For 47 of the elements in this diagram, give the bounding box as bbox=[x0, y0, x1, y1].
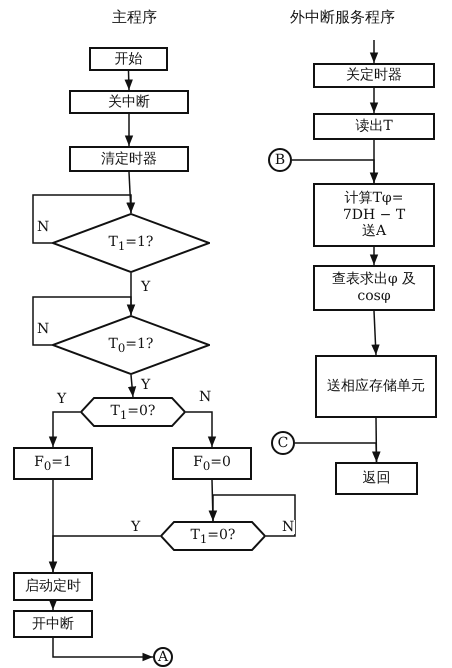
connector-circle: C bbox=[271, 431, 295, 455]
process-box: 送相应存储单元 bbox=[315, 355, 437, 418]
connector-circle: B bbox=[268, 148, 292, 172]
process-box: 启动定时 bbox=[13, 572, 93, 601]
arrow bbox=[370, 40, 378, 63]
edge-label: Y bbox=[140, 280, 152, 294]
process-box: F$_{0}$=1 bbox=[13, 447, 93, 480]
arrow bbox=[128, 374, 136, 398]
process-box: 返回 bbox=[335, 462, 418, 495]
arrow bbox=[295, 442, 380, 462]
process-box: 开中断 bbox=[13, 610, 93, 638]
process-box: 计算Tφ= 7DH − T 送A bbox=[313, 183, 435, 247]
process-box: 清定时器 bbox=[69, 146, 189, 172]
arrow bbox=[32, 194, 136, 244]
process-box: 关中断 bbox=[69, 90, 189, 114]
decision-diamond: T$_{1}$=1? bbox=[52, 213, 210, 273]
edge-label: N bbox=[198, 390, 212, 404]
process-box: 查表求出φ 及 cosφ bbox=[313, 265, 435, 311]
connector-circle: A bbox=[153, 647, 173, 667]
edge-label: Y bbox=[140, 378, 152, 392]
arrow bbox=[292, 159, 378, 183]
process-box: 关定时器 bbox=[313, 63, 435, 88]
decision-diamond: T$_{0}$=1? bbox=[52, 315, 210, 375]
decision-hexagon: T$_{1}$=0? bbox=[160, 521, 266, 551]
edge-label: Y bbox=[56, 392, 68, 406]
arrow bbox=[48, 411, 80, 447]
arrow bbox=[370, 88, 378, 113]
process-box: 开始 bbox=[89, 47, 168, 71]
edge-label: N bbox=[281, 520, 296, 534]
arrow bbox=[124, 114, 134, 146]
edge-label: Y bbox=[130, 520, 142, 534]
arrow bbox=[124, 70, 133, 90]
arrow bbox=[186, 411, 216, 447]
edge-label: N bbox=[36, 220, 50, 234]
column-heading: 外中断服务程序 bbox=[290, 8, 395, 27]
process-box: F$_{0}$=0 bbox=[172, 447, 252, 480]
arrow bbox=[52, 638, 153, 662]
arrow bbox=[371, 310, 380, 356]
arrow bbox=[48, 600, 58, 610]
column-heading: 主程序 bbox=[112, 8, 157, 27]
arrow bbox=[48, 535, 160, 572]
process-box: 读出T bbox=[313, 113, 435, 140]
arrow bbox=[208, 494, 296, 537]
arrow bbox=[370, 247, 378, 265]
decision-hexagon: T$_{1}$=0? bbox=[80, 397, 186, 427]
edge-label: N bbox=[36, 322, 50, 336]
arrow bbox=[32, 296, 136, 346]
